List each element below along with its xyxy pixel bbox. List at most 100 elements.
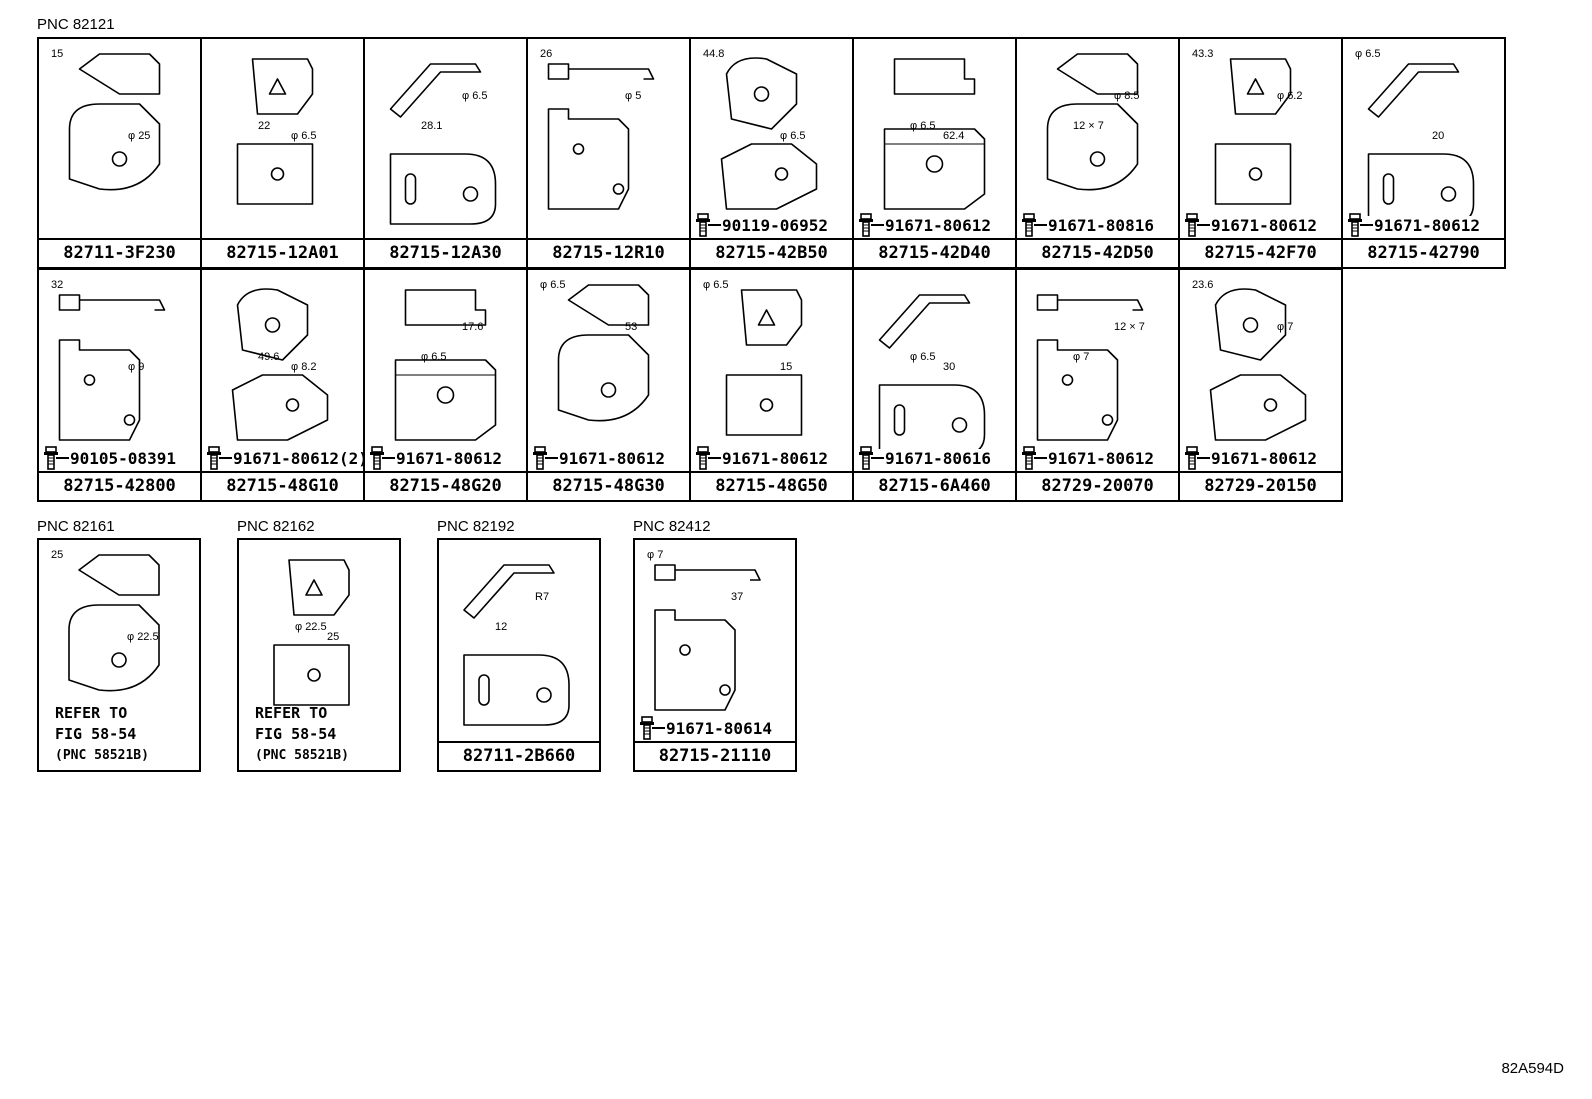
dimension-label: φ 6.5 — [540, 279, 565, 291]
part-number[interactable]: 82715-42D40 — [854, 238, 1015, 267]
diagram-code: 82A594D — [1501, 1060, 1564, 1077]
bolt-part-number: 91671-80816 — [1021, 212, 1154, 238]
dimension-label: 30 — [943, 361, 955, 373]
bolt-icon — [696, 213, 721, 237]
part-illustration: φ 526 — [540, 48, 655, 210]
dimension-label: R7 — [535, 591, 549, 603]
part-number[interactable]: 82711-3F230 — [39, 238, 200, 267]
bolt-part-number: 91671-80612 — [695, 445, 828, 471]
part-number[interactable]: 82715-42800 — [39, 471, 200, 500]
dimension-label: 15 — [780, 361, 792, 373]
dimension-label: φ 6.5 — [291, 130, 316, 142]
part-number[interactable]: 82715-42790 — [1343, 238, 1504, 267]
dimension-label: φ 6.5 — [462, 90, 487, 102]
part-number[interactable]: 82715-48G50 — [691, 471, 852, 500]
dimension-label: 20 — [1432, 130, 1444, 142]
bolt-icon — [1022, 446, 1047, 470]
bolt-icon — [696, 446, 721, 470]
bolt-number-text: 90119-06952 — [722, 215, 828, 235]
part-illustration: φ 6.522 — [236, 58, 316, 205]
part-illustration: 12 × 7φ 8.5 — [1046, 53, 1139, 191]
bolt-icon — [1185, 213, 1210, 237]
part-illustration: 25φ 22.5 — [273, 559, 350, 706]
part-number[interactable]: 82729-20070 — [1017, 471, 1178, 500]
bolt-part-number: 91671-80612 — [1347, 212, 1480, 238]
pnc-label-82192: PNC 82192 — [437, 518, 515, 535]
refer-fig-text[interactable]: FIG 58-54 — [55, 725, 137, 743]
refer-fig-text[interactable]: FIG 58-54 — [255, 725, 337, 743]
dimension-label: φ 5 — [625, 90, 641, 102]
bolt-number-text: 91671-80612 — [722, 448, 828, 468]
part-number[interactable]: 82715-48G20 — [365, 471, 526, 500]
bolt-number-text: 91671-80612 — [885, 215, 991, 235]
part-number[interactable]: 82715-48G30 — [528, 471, 689, 500]
part-illustration: 37φ 7 — [647, 549, 761, 711]
part-number[interactable]: 82715-42B50 — [691, 238, 852, 267]
bolt-part-number: 90119-06952 — [695, 212, 828, 238]
part-number[interactable]: 82715-48G10 — [202, 471, 363, 500]
bolt-part-number: 91671-80616 — [858, 445, 991, 471]
bolt-icon — [859, 446, 884, 470]
dimension-label: 43.3 — [1192, 48, 1213, 60]
dimension-label: φ 22.5 — [295, 621, 327, 633]
dimension-label: φ 8.2 — [291, 361, 316, 373]
part-illustration: φ 723.6 — [1192, 279, 1307, 441]
part-number[interactable]: 82715-42F70 — [1180, 238, 1341, 267]
bolt-part-number: 91671-80612 — [1021, 445, 1154, 471]
dimension-label: φ 6.5 — [910, 120, 935, 132]
part-number[interactable]: 82715-12A01 — [202, 238, 363, 267]
part-illustration: φ 712 × 7 — [1036, 294, 1145, 441]
bolt-icon — [1022, 213, 1047, 237]
part-illustration: φ 6.5 20 — [1355, 48, 1475, 216]
part-number[interactable]: 82715-6A460 — [854, 471, 1015, 500]
part-illustration: 44.8φ 6.5 — [703, 48, 818, 210]
bolt-number-text: 91671-80616 — [885, 448, 991, 468]
bolt-number-text: 90105-08391 — [70, 448, 176, 468]
bolt-icon — [207, 446, 232, 470]
dimension-label: φ 6.5 — [703, 279, 728, 291]
dimension-label: 37 — [731, 591, 743, 603]
bolt-number-text: 91671-80612 — [1048, 448, 1154, 468]
dimension-label: φ 6.5 — [421, 351, 446, 363]
part-illustration: 62.4 φ 6.5 — [883, 58, 986, 210]
bolt-number-text: 91671-80612 — [396, 448, 502, 468]
part-illustration: 53φ 6.5 — [540, 279, 650, 422]
bolt-icon — [1185, 446, 1210, 470]
bolt-number-text: 91671-80612 — [1211, 448, 1317, 468]
part-number[interactable]: 82711-2B660 — [439, 741, 599, 770]
part-illustration: 32φ 9 — [51, 279, 166, 441]
dimension-label: 12 — [495, 621, 507, 633]
bolt-part-number: 91671-80612 — [532, 445, 665, 471]
part-illustration: 28.1φ 6.5 — [389, 63, 497, 225]
bolt-icon — [370, 446, 395, 470]
part-number[interactable]: 82715-12A30 — [365, 238, 526, 267]
part-illustration: 15φ 25 — [51, 48, 161, 191]
dimension-label: φ 8.5 — [1114, 90, 1139, 102]
part-number[interactable]: 82729-20150 — [1180, 471, 1341, 500]
dimension-label: 62.4 — [943, 130, 964, 142]
bolt-icon — [44, 446, 69, 470]
dimension-label: 23.6 — [1192, 279, 1213, 291]
part-number[interactable]: 82715-42D50 — [1017, 238, 1178, 267]
dimension-label: 25 — [51, 549, 63, 561]
part-number[interactable]: 82715-21110 — [635, 741, 795, 770]
dimension-label: φ 6.5 — [1355, 48, 1380, 60]
part-number[interactable]: 82715-12R10 — [528, 238, 689, 267]
refer-pnc-text: (PNC 58521B) — [255, 748, 349, 763]
part-cell: 62.4 φ 6.5 91671-80612 82715-42D40 — [852, 37, 1017, 269]
pnc-label-82162: PNC 82162 — [237, 518, 315, 535]
dimension-label: 32 — [51, 279, 63, 291]
